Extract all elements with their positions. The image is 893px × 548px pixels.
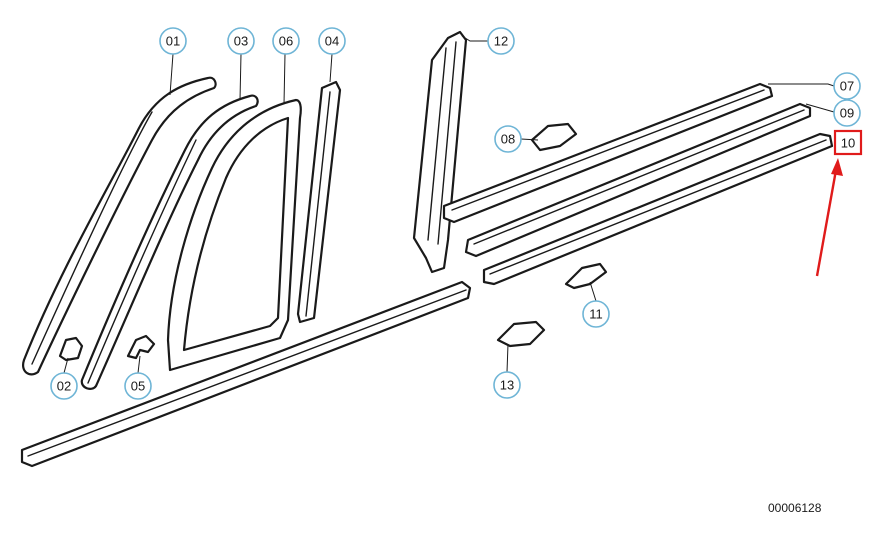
callout-06: 06 [272,27,300,55]
callout-02: 02 [50,372,78,400]
callout-label: 04 [325,34,339,49]
callout-label: 02 [57,379,71,394]
callout-label: 01 [166,34,180,49]
part-09-inner-channel [464,102,812,258]
part-12-b-pillar-seal [412,30,468,274]
callout-label: 05 [131,379,145,394]
callout-label: 10 [841,136,855,151]
callout-13: 13 [493,371,521,399]
callout-07: 07 [833,72,861,100]
part-11-clip [564,262,608,290]
part-02-clip [58,336,84,362]
part-03-frame-seal [80,94,259,390]
callout-12: 12 [487,27,515,55]
rocker-moulding [20,280,472,468]
part-05-bracket [126,334,156,360]
leader-lines [63,35,835,374]
callout-11: 11 [582,300,610,328]
callout-label: 03 [234,34,248,49]
part-10-lower-strip [482,132,834,286]
callout-label: 09 [840,106,854,121]
callout-label: 13 [500,378,514,393]
callout-10-highlighted[interactable]: 10 [833,129,863,156]
part-07-outer-channel [442,82,774,224]
callout-label: 08 [501,132,515,147]
part-04-vertical-strip [296,80,342,324]
callout-08: 08 [494,125,522,153]
part-01-pillar-trim [22,76,217,376]
red-arrow-icon [815,158,843,277]
callout-01: 01 [159,27,187,55]
document-number: 00006128 [768,501,822,515]
callout-label: 07 [840,79,854,94]
part-13-clip [496,320,546,348]
callout-09: 09 [833,99,861,127]
callout-04: 04 [318,27,346,55]
callout-label: 11 [589,307,603,322]
callout-label: 06 [279,34,293,49]
part-08-clip [530,122,578,152]
callout-03: 03 [227,27,255,55]
part-06-window-seal [166,98,302,372]
callout-label: 12 [494,34,508,49]
callout-05: 05 [124,372,152,400]
